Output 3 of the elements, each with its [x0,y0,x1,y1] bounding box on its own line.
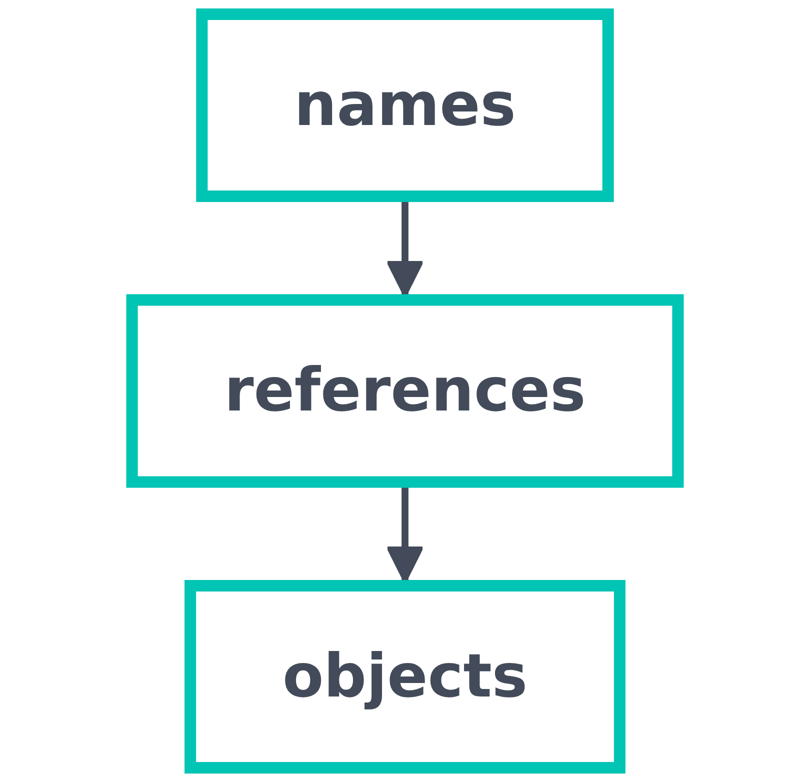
node-box: references [126,294,684,488]
node-box: objects [184,580,626,774]
node-box: names [196,8,614,202]
